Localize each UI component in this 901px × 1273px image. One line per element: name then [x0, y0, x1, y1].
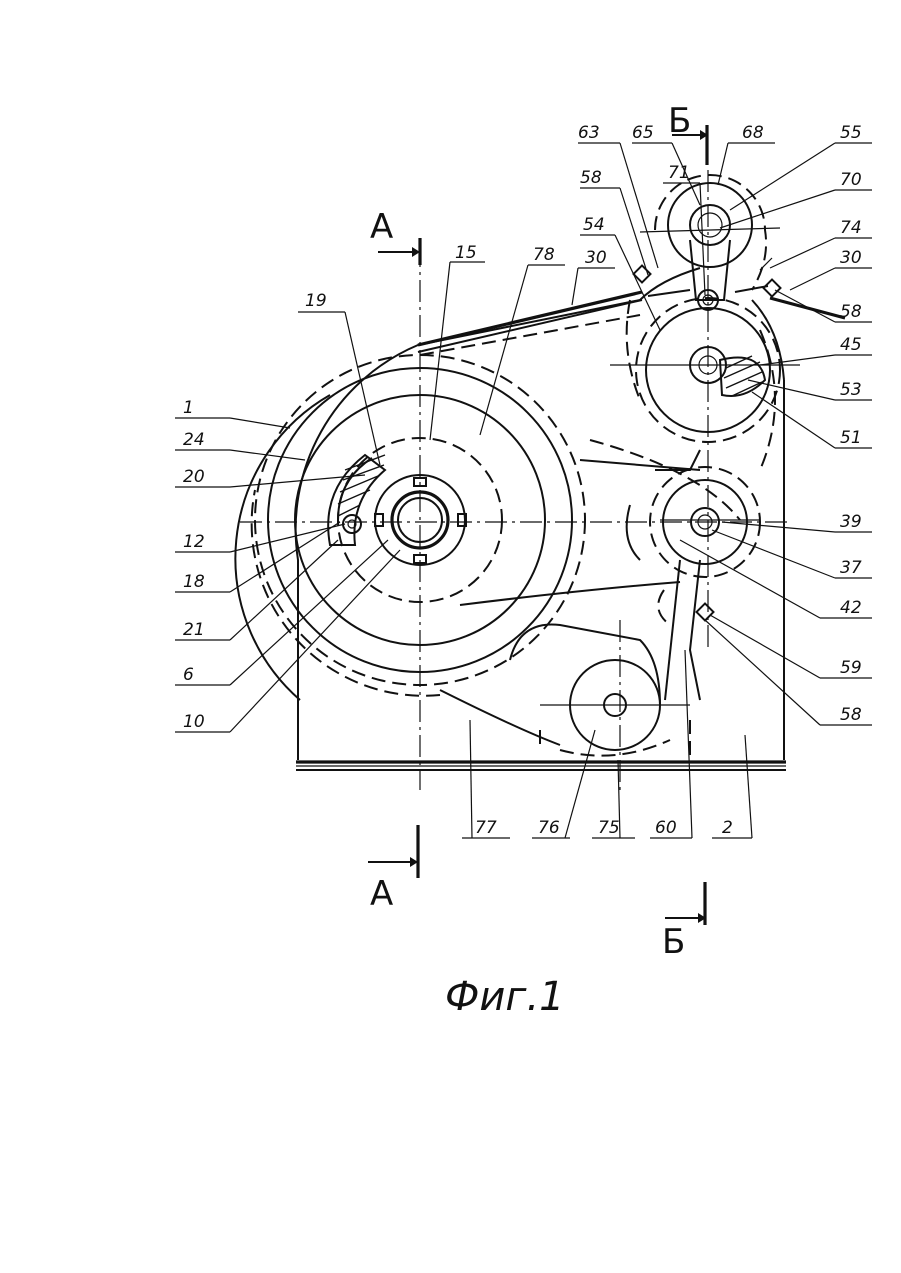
label-71: 71	[668, 163, 690, 183]
label-77: 77	[475, 818, 497, 838]
label-2: 2	[722, 818, 733, 838]
label-15: 15	[455, 243, 477, 263]
label-60: 60	[655, 818, 677, 838]
label-75: 75	[598, 818, 620, 838]
label-58-right: 58	[840, 302, 862, 322]
label-30-left: 30	[585, 248, 607, 268]
label-24: 24	[183, 430, 205, 450]
label-51: 51	[840, 428, 862, 448]
label-12: 12	[183, 532, 205, 552]
figure-caption: Фиг.1	[445, 974, 565, 1020]
middle-pulley	[610, 298, 800, 470]
upper-lever	[640, 175, 780, 310]
label-59: 59	[840, 658, 862, 678]
label-37: 37	[840, 558, 862, 578]
main-pulley	[252, 355, 585, 696]
label-63: 63	[578, 123, 600, 143]
label-42: 42	[840, 598, 862, 618]
label-1: 1	[183, 398, 194, 418]
label-6: 6	[183, 665, 194, 685]
label-58-bottom: 58	[840, 705, 862, 725]
label-68: 68	[742, 123, 764, 143]
label-70: 70	[840, 170, 862, 190]
label-76: 76	[538, 818, 560, 838]
housing	[235, 268, 786, 770]
label-54: 54	[583, 215, 605, 235]
lower-right-pulley	[627, 450, 760, 700]
label-65: 65	[632, 123, 654, 143]
bottom-pulley	[440, 624, 690, 755]
label-78: 78	[533, 245, 555, 265]
label-20: 20	[183, 467, 205, 487]
label-21: 21	[183, 620, 205, 640]
reference-labels: 63 65 68 55 71 70 58 54 74 15 78 30 30 5…	[183, 123, 862, 838]
label-10: 10	[183, 712, 205, 732]
section-mark-a-top: А	[370, 207, 393, 247]
label-45: 45	[840, 335, 862, 355]
section-mark-b-bottom: Б	[662, 922, 685, 962]
section-mark-b-top: Б	[668, 101, 691, 141]
label-58-top: 58	[580, 168, 602, 188]
label-74: 74	[840, 218, 862, 238]
label-55: 55	[840, 123, 862, 143]
label-19: 19	[305, 291, 327, 311]
leader-lines	[175, 143, 872, 838]
label-39: 39	[840, 512, 862, 532]
centerlines	[240, 170, 790, 790]
section-mark-a-bottom: А	[370, 874, 393, 914]
label-30-right: 30	[840, 248, 862, 268]
label-53: 53	[840, 380, 862, 400]
label-18: 18	[183, 572, 205, 592]
